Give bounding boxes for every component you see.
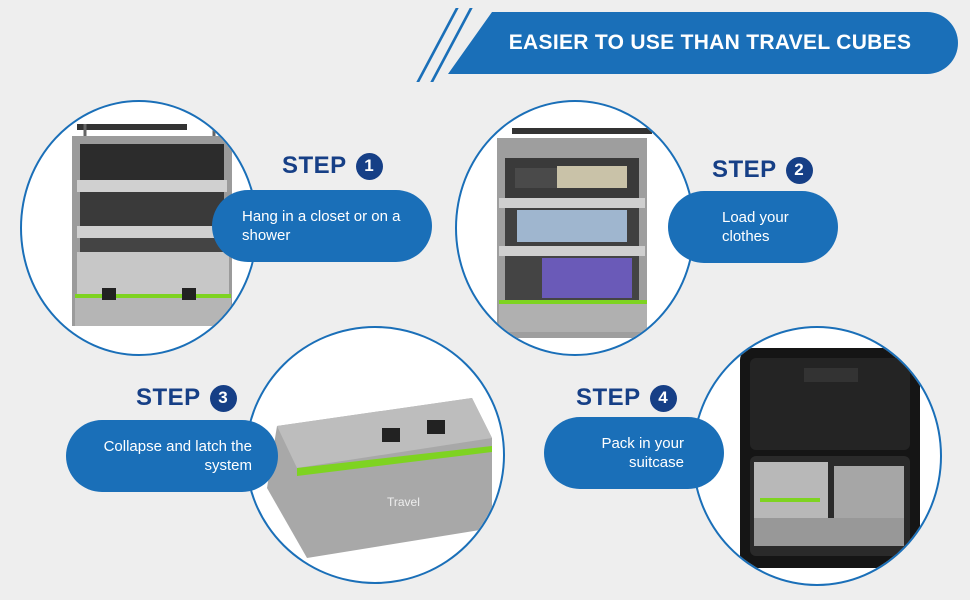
step-1-number-badge: 1 — [355, 152, 383, 180]
step-4-heading: STEP 4 — [576, 384, 677, 412]
step-3-image: Travel — [245, 326, 505, 584]
step-3-label: STEP — [136, 384, 201, 411]
step-3-heading: STEP 3 — [136, 384, 237, 412]
step-3-number-badge: 3 — [209, 384, 237, 412]
brand-logo: Travel — [387, 495, 420, 509]
step-4-label: STEP — [576, 384, 641, 411]
step-3-text: Collapse and latch the system — [103, 438, 252, 474]
banner-title: EASIER TO USE THAN TRAVEL CUBES — [508, 31, 912, 54]
suitcase-illustration — [740, 348, 920, 568]
step-2-image — [455, 100, 695, 356]
step-3-callout: Collapse and latch the system — [66, 420, 278, 492]
step-2-number-badge: 2 — [785, 156, 813, 184]
step-1-text: Hang in a closet or on a shower — [242, 208, 401, 244]
step-2-label: STEP — [712, 156, 777, 183]
step-1-heading: STEP 1 — [282, 152, 383, 180]
step-1-callout: Hang in a closet or on a shower — [212, 190, 432, 262]
hanging-organizer-illustration — [72, 124, 232, 326]
step-1-label: STEP — [282, 152, 347, 179]
step-4-image — [692, 326, 942, 586]
step-2-heading: STEP 2 — [712, 156, 813, 184]
step-4-text: Pack in your suitcase — [601, 435, 684, 471]
banner — [448, 12, 958, 74]
collapsed-organizer-illustration: Travel — [267, 398, 492, 558]
step-2-callout: Load your clothes — [668, 191, 838, 263]
step-4-number-badge: 4 — [649, 384, 677, 412]
step-4-callout: Pack in your suitcase — [544, 417, 724, 489]
step-2-text: Load your clothes — [722, 209, 789, 245]
loaded-organizer-illustration — [497, 128, 652, 338]
